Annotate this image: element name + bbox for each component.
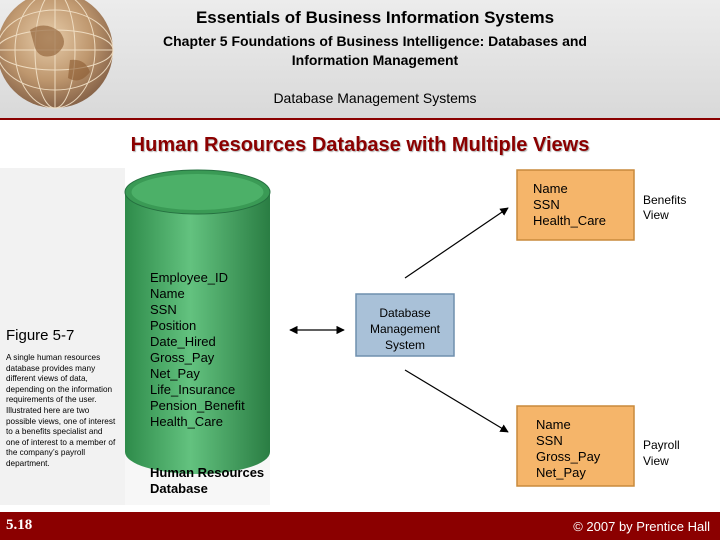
benefits-view-label-line1: Benefits xyxy=(643,193,686,207)
copyright-notice: © 2007 by Prentice Hall xyxy=(573,519,710,534)
dbms-label-line2: Management xyxy=(370,322,441,336)
figure-caption: A single human resources database provid… xyxy=(6,353,116,468)
benefits-view-field: Name xyxy=(533,181,568,196)
database-field: Position xyxy=(150,318,196,333)
database-field: SSN xyxy=(150,302,177,317)
section-title: Database Management Systems xyxy=(273,90,477,106)
database-field: Employee_ID xyxy=(150,270,228,285)
benefits-view-box: Name SSN Health_Care xyxy=(516,169,635,241)
figure-label: Figure 5-7 xyxy=(6,327,75,344)
payroll-view-field: SSN xyxy=(536,433,563,448)
payroll-view-box: Name SSN Gross_Pay Net_Pay xyxy=(516,405,635,487)
chapter-title-line2: Information Management xyxy=(291,52,459,68)
payroll-view-field: Gross_Pay xyxy=(536,449,601,464)
slide-number: 5.18 xyxy=(6,517,33,533)
slide-header: Essentials of Business Information Syste… xyxy=(0,0,720,118)
database-field: Net_Pay xyxy=(150,366,200,381)
slide-footer: 5.18 © 2007 by Prentice Hall xyxy=(0,512,720,540)
benefits-view-field: SSN xyxy=(533,197,560,212)
course-title: Essentials of Business Information Syste… xyxy=(195,8,555,27)
dbms-box: Database Management System xyxy=(355,293,455,357)
database-label-line1: Human Resources xyxy=(150,465,264,480)
dbms-label-line1: Database xyxy=(379,306,431,320)
database-label-line2: Database xyxy=(150,481,208,496)
benefits-view-arrow xyxy=(404,207,509,279)
payroll-view-label-line1: Payroll xyxy=(643,438,680,452)
chapter-title-line1: Chapter 5 Foundations of Business Intell… xyxy=(163,33,587,49)
benefits-view-field: Health_Care xyxy=(533,213,606,228)
header-divider xyxy=(0,118,720,120)
payroll-view-field: Name xyxy=(536,417,571,432)
globe-icon xyxy=(0,0,114,109)
payroll-view-field: Net_Pay xyxy=(536,465,586,480)
chapter-title: Chapter 5 Foundations of Business Intell… xyxy=(0,32,720,70)
figure-panel xyxy=(0,168,125,505)
benefits-view-label-line2: View xyxy=(643,208,669,222)
payroll-view-label-line2: View xyxy=(643,454,669,468)
database-field-list: Employee_ID Name SSN Position Date_Hired… xyxy=(150,270,245,429)
hr-database-diagram: Employee_ID Name SSN Position Date_Hired… xyxy=(0,168,686,505)
slide-title: Human Resources Database with Multiple V… xyxy=(130,134,590,156)
database-field: Life_Insurance xyxy=(150,382,235,397)
database-field: Pension_Benefit xyxy=(150,398,245,413)
payroll-view-arrow xyxy=(404,369,509,433)
database-field: Name xyxy=(150,286,185,301)
hr-database-cylinder xyxy=(124,169,271,474)
database-field: Health_Care xyxy=(150,414,223,429)
database-field: Date_Hired xyxy=(150,334,216,349)
database-field: Gross_Pay xyxy=(150,350,215,365)
dbms-label-line3: System xyxy=(385,338,425,352)
